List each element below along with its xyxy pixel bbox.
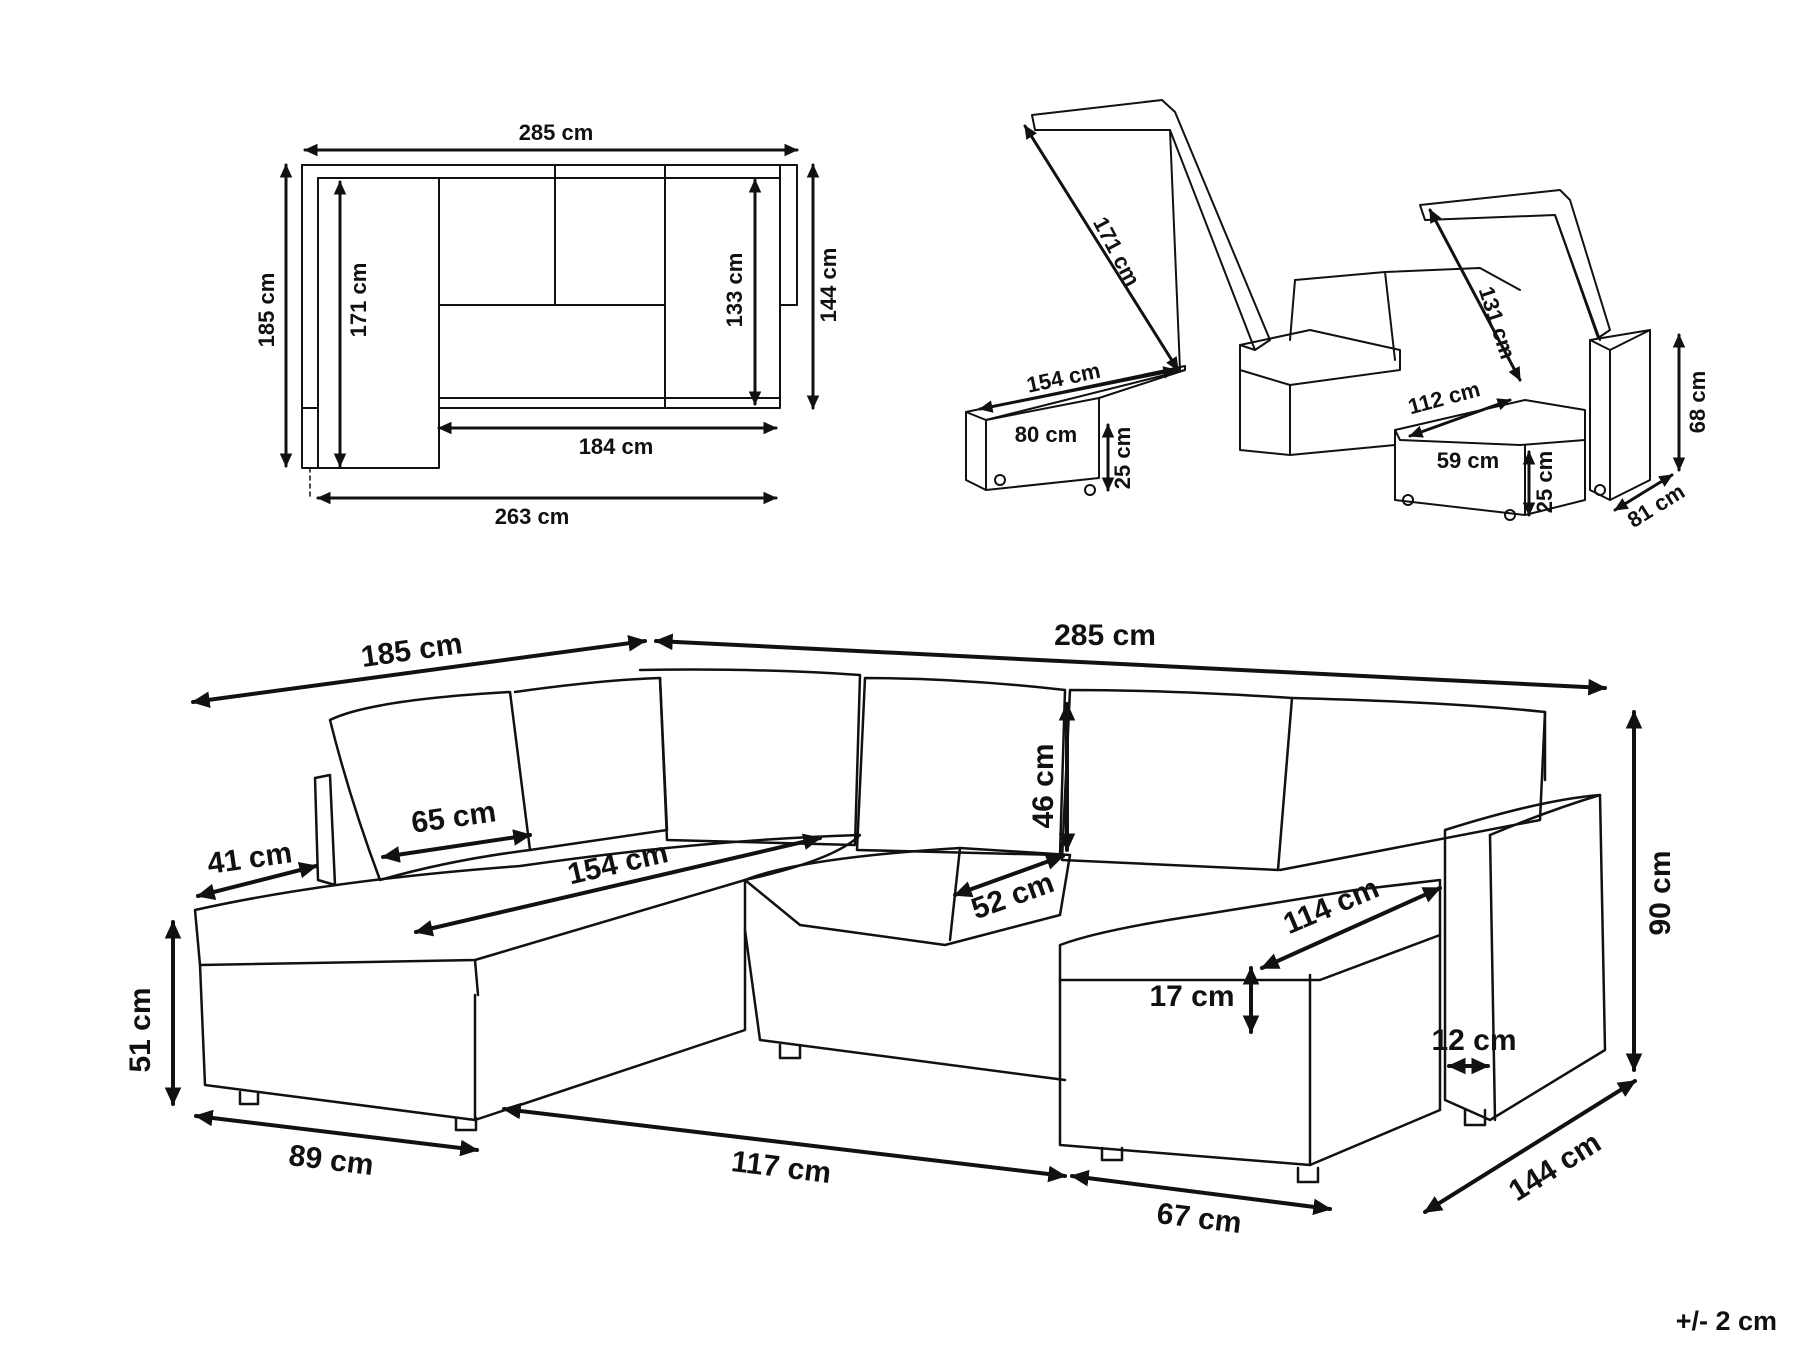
plan-seat-span-label: 184 cm bbox=[579, 434, 654, 459]
tolerance-note: +/- 2 cm bbox=[1675, 1306, 1777, 1336]
armrest-height-label: 68 cm bbox=[1685, 371, 1710, 433]
storage-view-drawing: 171 cm 154 cm 80 cm 25 cm 131 cm 112 cm … bbox=[965, 99, 1710, 533]
storage-right-lid-label: 131 cm bbox=[1474, 283, 1521, 362]
plan-view-drawing: 285 cm 185 cm 171 cm 133 cm 144 cm 184 c… bbox=[254, 120, 841, 529]
storage-right-height-label: 25 cm bbox=[1532, 451, 1557, 513]
cushion-width-label: 65 cm bbox=[409, 795, 498, 840]
total-height-label: 90 cm bbox=[1644, 850, 1677, 935]
plan-base-width-label: 263 cm bbox=[495, 504, 570, 529]
plan-width-label: 285 cm bbox=[519, 120, 594, 145]
seat-height-label: 51 cm bbox=[124, 987, 157, 1072]
cushion-thickness-label: 17 cm bbox=[1149, 980, 1234, 1013]
plan-chaise-length-label: 171 cm bbox=[346, 263, 371, 338]
right-chaise-length-label: 114 cm bbox=[1279, 872, 1384, 941]
storage-right-width-label: 59 cm bbox=[1437, 448, 1499, 473]
armrest-depth-label: 81 cm bbox=[1623, 479, 1689, 533]
storage-left-height-label: 25 cm bbox=[1110, 427, 1135, 489]
left-chaise-width-label: 89 cm bbox=[287, 1139, 375, 1182]
storage-left-width-label: 80 cm bbox=[1015, 422, 1077, 447]
backrest-height-label: 46 cm bbox=[1027, 743, 1060, 828]
armrest-thickness-label: 12 cm bbox=[1431, 1024, 1516, 1057]
middle-span-label: 117 cm bbox=[729, 1145, 832, 1190]
right-chaise-width-label: 67 cm bbox=[1155, 1197, 1243, 1240]
main-view-drawing: 185 cm 285 cm 41 cm 65 cm 154 cm 46 cm 5… bbox=[124, 619, 1677, 1240]
main-total-width-label: 285 cm bbox=[1054, 619, 1156, 652]
storage-left-lid-label: 171 cm bbox=[1088, 213, 1145, 291]
plan-right-depth-label: 144 cm bbox=[816, 248, 841, 323]
plan-left-depth-label: 185 cm bbox=[254, 273, 279, 348]
plan-inner-depth-label: 133 cm bbox=[722, 253, 747, 328]
right-depth-label: 144 cm bbox=[1503, 1126, 1607, 1208]
